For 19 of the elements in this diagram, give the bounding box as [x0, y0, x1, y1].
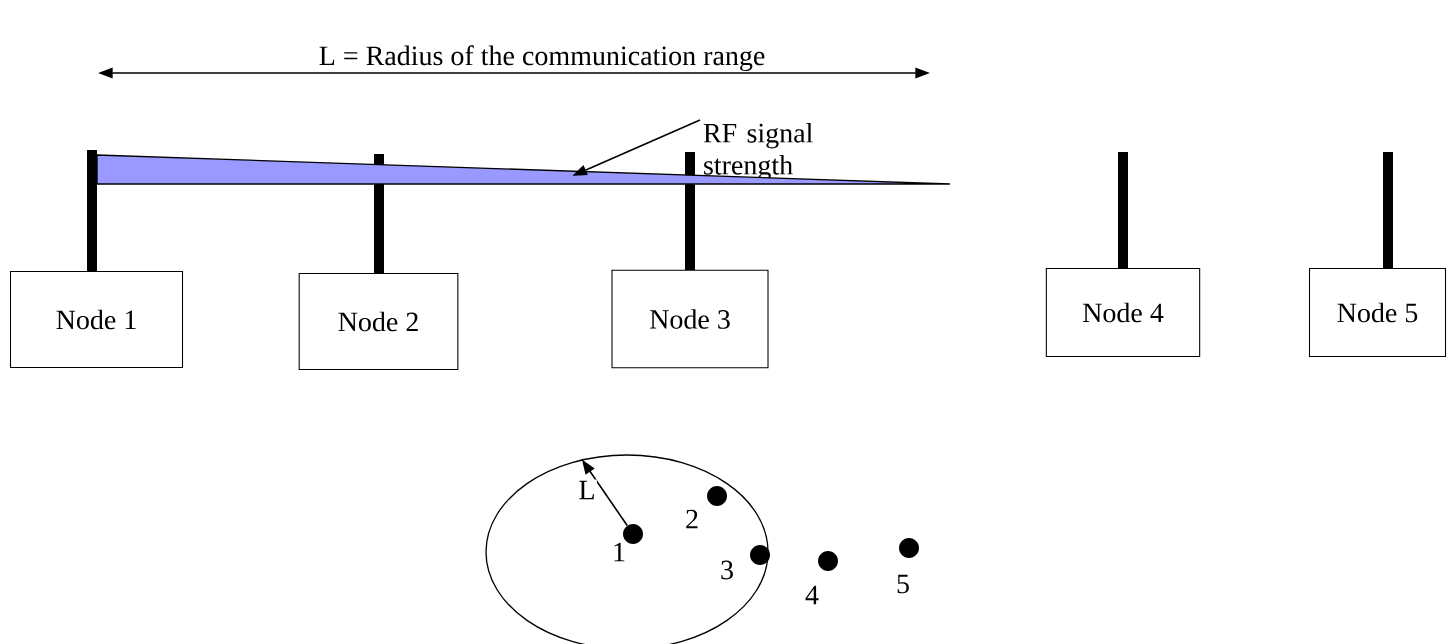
dot-number: 3 [721, 560, 733, 580]
annotation-text: RF signal strength [703, 122, 813, 181]
node-box: Node 2 [298, 272, 459, 371]
node-dot [623, 524, 643, 544]
dot-number: 1 [614, 542, 625, 562]
dot-number: 4 [805, 585, 819, 605]
dot-number: 5 [897, 574, 909, 594]
edge-label: L [577, 479, 597, 501]
signal-wedge [96, 154, 951, 185]
node-box: Node 3 [611, 269, 769, 369]
node-dot [899, 538, 919, 558]
node-box: Node 1 [9, 270, 184, 369]
node-dot [818, 551, 838, 571]
dot-number: 2 [686, 509, 698, 529]
node-dot [750, 545, 770, 565]
dimension-label: L = Radius of the communication range [319, 45, 765, 72]
node-dot [707, 486, 727, 506]
node-box: Node 5 [1308, 267, 1447, 358]
node-box: Node 4 [1045, 267, 1201, 358]
